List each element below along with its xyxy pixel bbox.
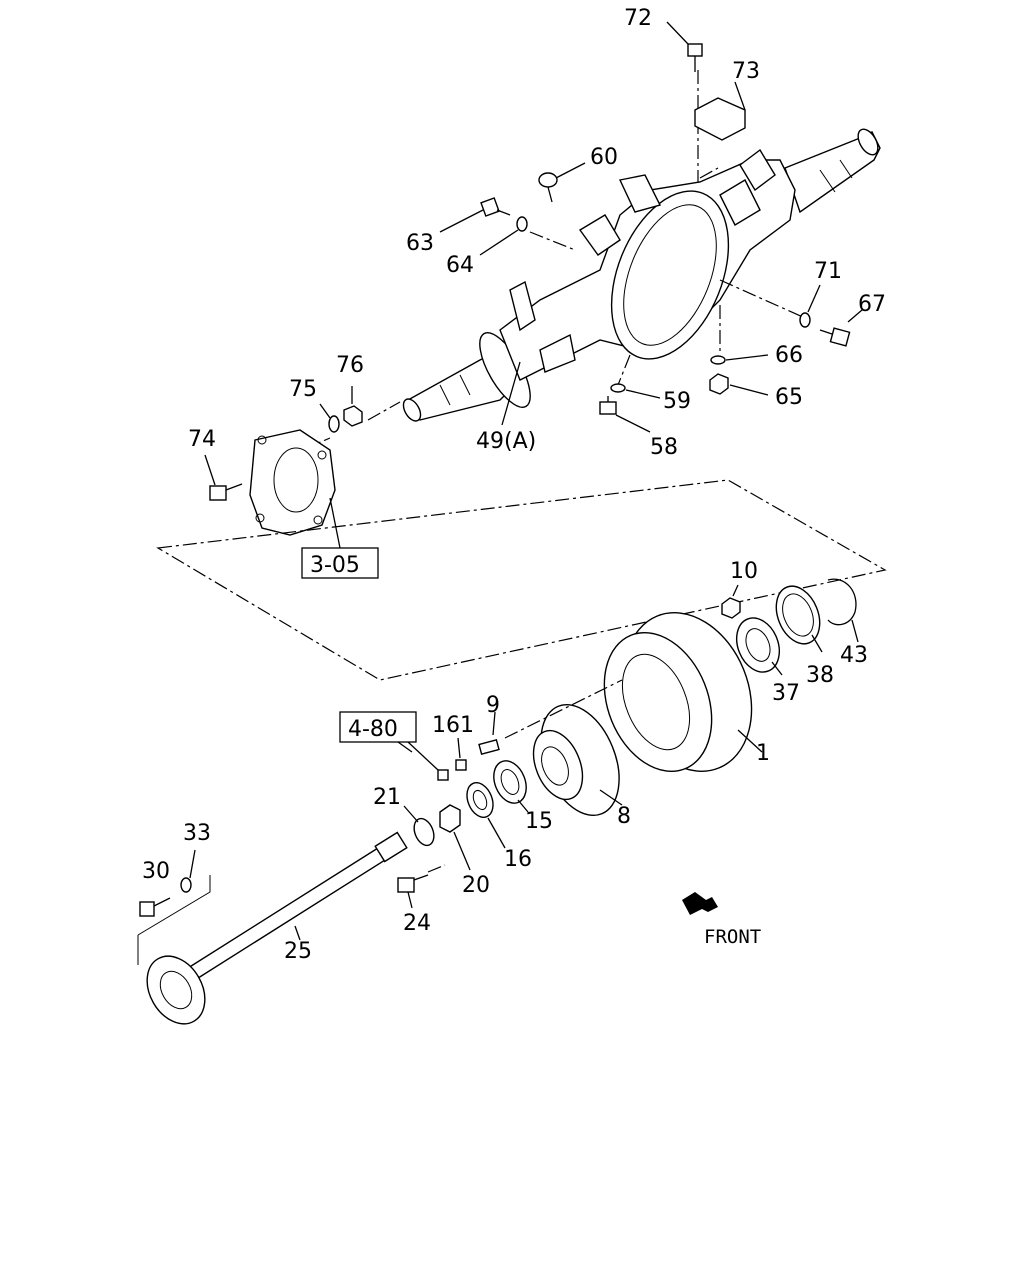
label-8: 8	[617, 804, 631, 829]
nut-20	[439, 804, 471, 871]
label-60: 60	[590, 145, 618, 170]
label-43: 43	[840, 643, 868, 668]
axle-housing	[402, 128, 881, 422]
label-38: 38	[806, 663, 834, 688]
label-161: 161	[432, 713, 474, 738]
label-63: 63	[406, 231, 434, 256]
label-76: 76	[336, 353, 364, 378]
label-9: 9	[486, 693, 500, 718]
bearing-15	[493, 760, 529, 813]
washer-64	[479, 216, 528, 256]
label-20: 20	[462, 873, 490, 898]
bolt-72	[666, 21, 703, 72]
seal-38	[775, 585, 823, 653]
washer-75	[319, 403, 340, 433]
seal-16	[466, 782, 506, 849]
label-16: 16	[504, 847, 532, 872]
brake-drum	[603, 612, 763, 773]
nut-65	[709, 373, 769, 396]
front-arrow-icon	[682, 892, 718, 915]
washer-59	[610, 383, 661, 399]
plug-58	[599, 396, 651, 433]
washer-66	[710, 354, 769, 365]
label-65: 65	[775, 385, 803, 410]
label-1: 1	[756, 741, 770, 766]
nut-161	[455, 737, 467, 771]
label-71: 71	[814, 259, 842, 284]
label-49a: 49(A)	[476, 429, 536, 454]
bolt-24	[397, 864, 446, 909]
washer-71	[799, 284, 821, 328]
bolt-74	[204, 454, 243, 501]
label-25: 25	[284, 939, 312, 964]
bolt-63	[439, 197, 511, 233]
label-67: 67	[858, 292, 886, 317]
front-label: FRONT	[704, 926, 761, 948]
nut-76	[343, 386, 363, 427]
label-66: 66	[775, 343, 803, 368]
bolt-30	[139, 897, 171, 917]
anchor-flange	[249, 429, 341, 549]
bracket-73	[694, 81, 746, 141]
ref-box-4-80	[339, 711, 417, 743]
nut-10	[721, 584, 741, 619]
ref-4-80[interactable]: 4-80	[348, 717, 398, 742]
bearing-37	[735, 617, 783, 676]
ref-box-3-05	[301, 547, 379, 579]
bolt-small	[407, 741, 449, 781]
washer-33	[180, 849, 196, 893]
label-24: 24	[403, 911, 431, 936]
label-21: 21	[373, 785, 401, 810]
label-15: 15	[525, 809, 553, 834]
bolt-67	[819, 309, 863, 347]
hub-8	[504, 679, 623, 817]
snap-ring-43	[827, 578, 859, 643]
label-30: 30	[142, 859, 170, 884]
stud-9	[478, 711, 500, 756]
washer-21	[403, 805, 435, 847]
label-73: 73	[732, 59, 760, 84]
breather-60	[538, 162, 586, 203]
label-58: 58	[650, 435, 678, 460]
label-75: 75	[289, 377, 317, 402]
label-59: 59	[663, 389, 691, 414]
label-74: 74	[188, 427, 216, 452]
label-72: 72	[624, 6, 652, 31]
label-33: 33	[183, 821, 211, 846]
label-10: 10	[730, 559, 758, 584]
label-37: 37	[772, 681, 800, 706]
ref-3-05[interactable]: 3-05	[310, 553, 360, 578]
axle-shaft-25	[146, 831, 408, 1025]
label-64: 64	[446, 253, 474, 278]
